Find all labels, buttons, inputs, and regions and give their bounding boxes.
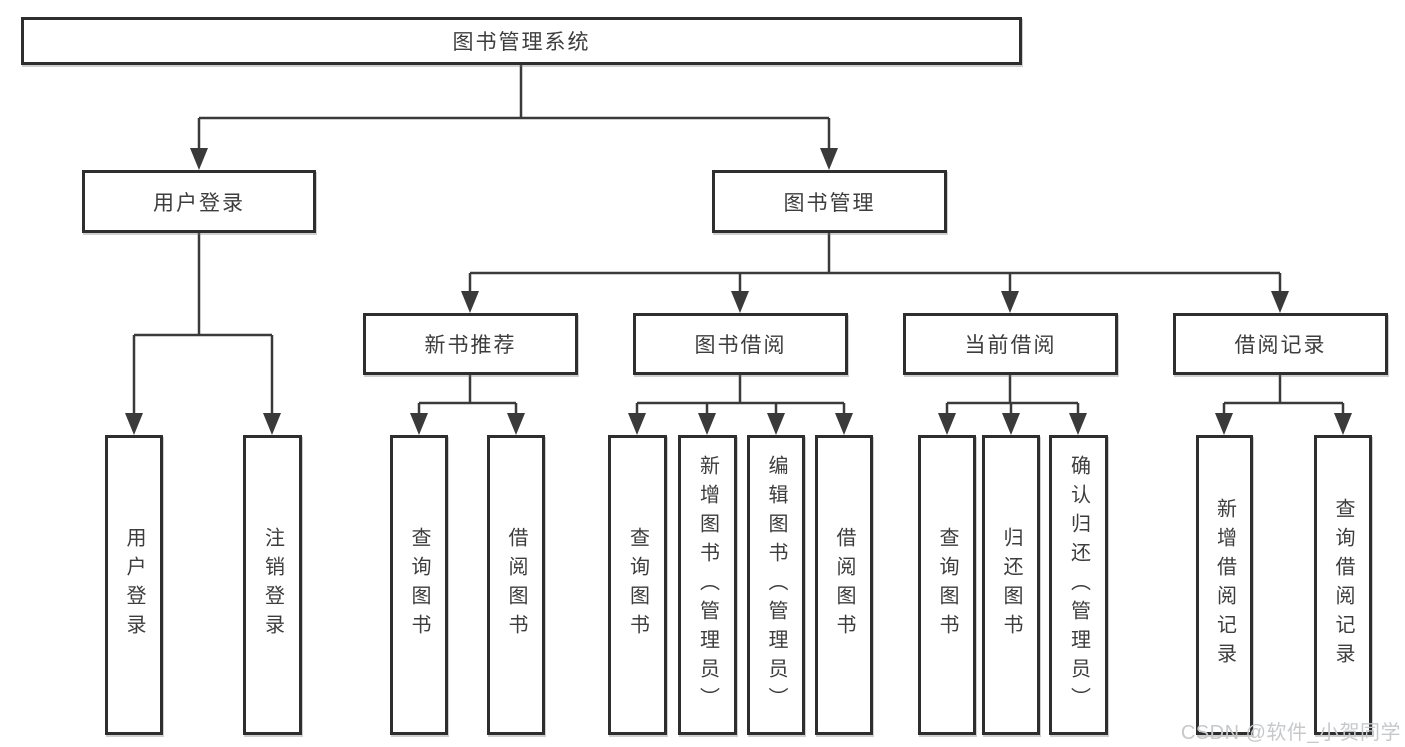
leaf-cb-return-books: 归还图书: [982, 435, 1040, 735]
leaf-bb-add-books-admin: 新增图书（管理员）: [678, 435, 737, 735]
leaf-bb-borrow-books: 借阅图书: [815, 435, 873, 735]
node-user-login: 用户登录: [82, 170, 316, 233]
leaf-bb-borrow-books-label: 借阅图书: [833, 527, 855, 643]
leaf-nb-query-books-label: 查询图书: [408, 527, 430, 643]
leaf-user-login: 用户登录: [105, 435, 163, 735]
arrow-down-icon: [461, 291, 479, 313]
node-root: 图书管理系统: [21, 17, 1022, 65]
leaf-nb-query-books: 查询图书: [390, 435, 448, 735]
leaf-cb-confirm-return-admin: 确认归还（管理员）: [1049, 435, 1108, 735]
arrow-down-icon: [1001, 291, 1019, 313]
arrow-down-icon: [1271, 291, 1289, 313]
arrow-down-icon: [628, 413, 646, 435]
arrow-down-icon: [1002, 413, 1020, 435]
watermark: CSDN @软件_小贺同学: [1180, 722, 1401, 744]
leaf-cb-query-books: 查询图书: [918, 435, 976, 735]
connector-root-to-level2: [190, 65, 838, 170]
arrow-down-icon: [731, 291, 749, 313]
leaf-br-add-record: 新增借阅记录: [1196, 435, 1253, 735]
leaf-br-query-record: 查询借阅记录: [1314, 435, 1372, 735]
connector-user-login-to-leaves: [125, 232, 281, 435]
node-book-management-label: 图书管理: [783, 191, 876, 215]
arrow-down-icon: [1069, 413, 1087, 435]
leaf-cb-return-books-label: 归还图书: [1000, 527, 1022, 643]
leaf-logout-label: 注销登录: [261, 527, 284, 643]
leaf-cb-query-books-label: 查询图书: [936, 527, 958, 643]
leaf-nb-borrow-books-label: 借阅图书: [505, 527, 527, 643]
leaf-bb-add-books-admin-label: 新增图书（管理员）: [696, 454, 719, 716]
arrow-down-icon: [698, 413, 716, 435]
leaf-user-login-label: 用户登录: [123, 527, 145, 643]
arrow-down-icon: [835, 413, 853, 435]
arrow-down-icon: [767, 413, 785, 435]
connector-book-management-to-level3: [461, 232, 1289, 313]
leaf-bb-query-books: 查询图书: [608, 435, 667, 735]
node-book-borrow: 图书借阅: [633, 313, 848, 375]
leaf-logout: 注销登录: [243, 435, 302, 735]
node-current-borrow: 当前借阅: [903, 313, 1118, 375]
leaf-bb-query-books-label: 查询图书: [626, 527, 649, 643]
connector-new-book-recommend-to-leaves: [410, 375, 525, 435]
connector-borrow-records-to-leaves: [1215, 375, 1352, 435]
leaf-cb-confirm-return-admin-label: 确认归还（管理员）: [1067, 454, 1090, 716]
node-borrow-records-label: 借阅记录: [1234, 334, 1327, 357]
node-borrow-records: 借阅记录: [1173, 313, 1388, 375]
leaf-bb-edit-books-admin: 编辑图书（管理员）: [747, 435, 805, 735]
arrow-down-icon: [410, 413, 428, 435]
arrow-down-icon: [1215, 413, 1233, 435]
arrow-down-icon: [820, 148, 838, 170]
leaf-br-add-record-label: 新增借阅记录: [1213, 498, 1236, 672]
connector-book-borrow-to-leaves: [628, 375, 853, 435]
node-new-book-recommend: 新书推荐: [363, 313, 578, 375]
node-book-management: 图书管理: [712, 170, 947, 233]
arrow-down-icon: [938, 413, 956, 435]
arrow-down-icon: [507, 413, 525, 435]
leaf-nb-borrow-books: 借阅图书: [487, 435, 545, 735]
node-user-login-label: 用户登录: [153, 191, 245, 215]
arrow-down-icon: [190, 148, 208, 170]
leaf-br-query-record-label: 查询借阅记录: [1332, 498, 1354, 672]
leaf-bb-edit-books-admin-label: 编辑图书（管理员）: [765, 454, 787, 716]
arrow-down-icon: [125, 413, 143, 435]
arrow-down-icon: [263, 413, 281, 435]
arrow-down-icon: [1334, 413, 1352, 435]
node-current-borrow-label: 当前借阅: [964, 334, 1057, 357]
node-root-label: 图书管理系统: [452, 31, 591, 54]
node-new-book-recommend-label: 新书推荐: [424, 334, 517, 357]
node-book-borrow-label: 图书借阅: [694, 334, 787, 357]
connector-current-borrow-to-leaves: [938, 375, 1087, 435]
